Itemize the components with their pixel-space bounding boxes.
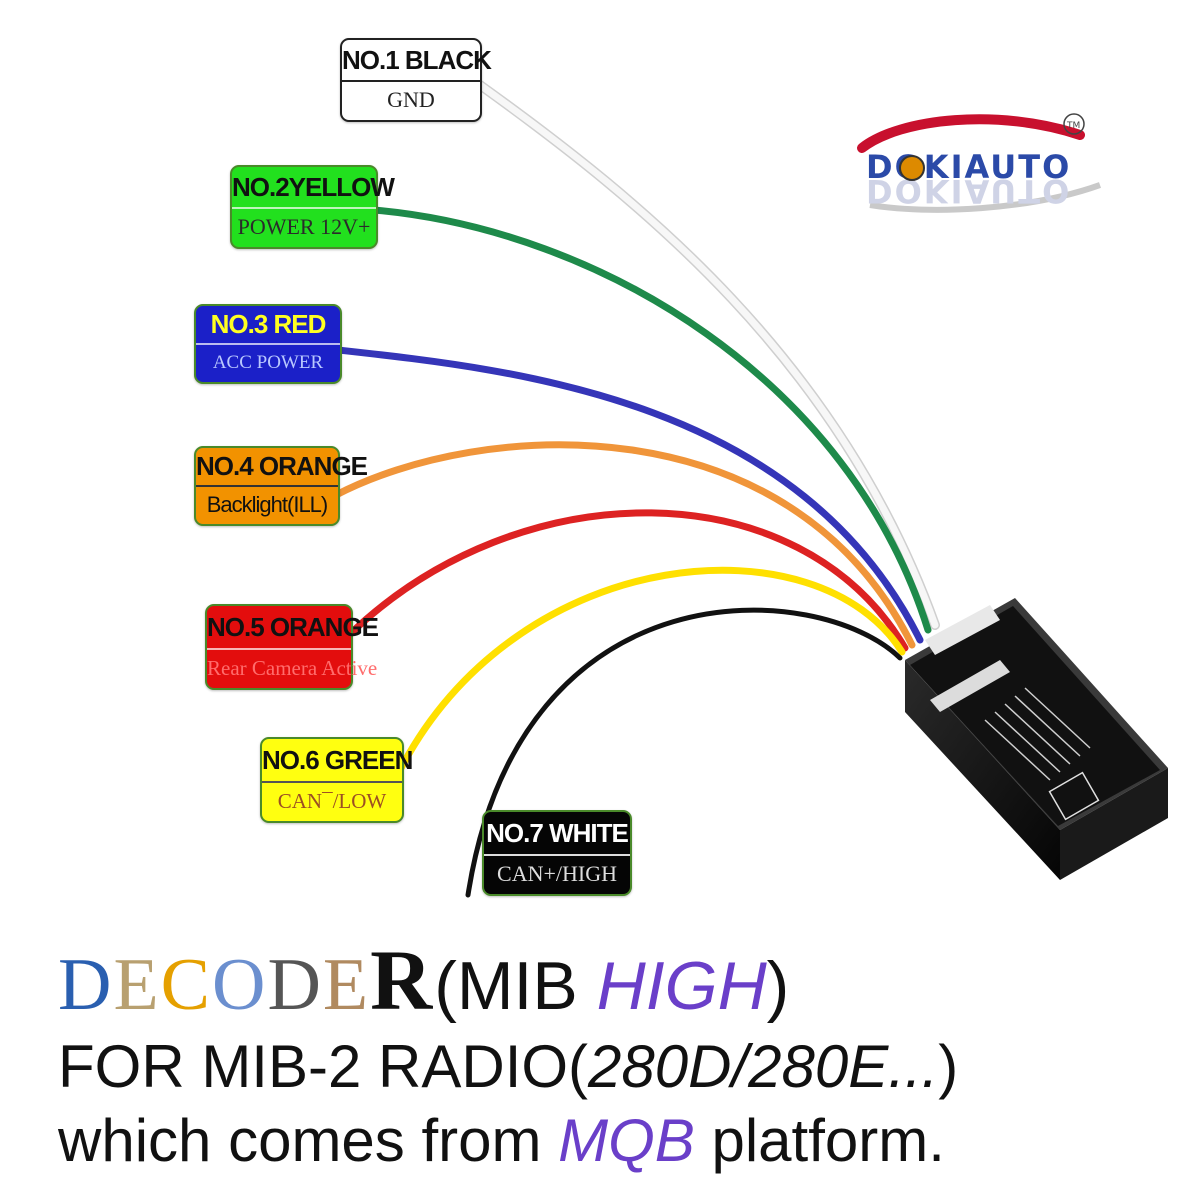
decoder-letter: D xyxy=(267,944,323,1026)
decoder-letter: C xyxy=(160,944,213,1026)
wire-label-5: NO.3 RED ACC POWER xyxy=(194,304,342,384)
wire-label-3: NO.5 ORANGE Rear Camera Active xyxy=(205,604,379,690)
wire-4-function: Backlight(ILL) xyxy=(196,485,338,522)
wire-3-red xyxy=(345,509,909,652)
decoder-letter: E xyxy=(322,944,371,1026)
caption-platform-line: which comes from MQB platform. xyxy=(58,1106,945,1175)
brand-logo: DOKIAUTO DOKIAUTO TM xyxy=(857,113,1102,213)
caption-mqb: MQB xyxy=(558,1107,695,1174)
wire-3-number: NO.5 ORANGE xyxy=(207,612,379,642)
wire-5-blue xyxy=(334,346,924,644)
wire-1-number: NO.7 WHITE xyxy=(486,818,629,848)
wire-4-orange xyxy=(332,441,916,649)
wire-label-6: NO.2YELLOW POWER 12V+ xyxy=(230,165,395,249)
caption-radio-models: 280D/280E... xyxy=(588,1033,939,1100)
caption-high: HIGH xyxy=(596,948,767,1024)
decoder-letter: O xyxy=(212,944,268,1026)
decoder-module xyxy=(905,598,1168,880)
wire-label-2: NO.6 GREEN CAN¯/LOW xyxy=(260,737,413,823)
decoder-letter: E xyxy=(113,944,161,1026)
wire-5-function: ACC POWER xyxy=(196,343,340,380)
caption-radio-suffix: ) xyxy=(938,1033,959,1100)
wire-label-7: NO.1 BLACK GND xyxy=(340,38,492,122)
wire-label-4: NO.4 ORANGE Backlight(ILL) xyxy=(194,446,368,526)
caption-radio-prefix: FOR MIB-2 RADIO( xyxy=(58,1033,589,1100)
caption-platform-suffix: platform. xyxy=(694,1107,945,1174)
wire-label-1: NO.7 WHITE CAN+/HIGH xyxy=(482,810,632,896)
caption-platform-prefix: which comes from xyxy=(58,1107,559,1174)
wire-7-white-core xyxy=(476,81,939,629)
wire-3-function: Rear Camera Active xyxy=(207,648,377,686)
wire-7-function: GND xyxy=(342,80,480,118)
wire-2-yellow xyxy=(396,566,906,774)
decoder-letter: R xyxy=(370,932,435,1028)
wire-4-number: NO.4 ORANGE xyxy=(196,451,368,481)
caption-radio-line: FOR MIB-2 RADIO(280D/280E...) xyxy=(58,1032,958,1101)
wire-6-function: POWER 12V+ xyxy=(232,207,376,245)
wire-1-black xyxy=(465,607,903,898)
wire-6-number: NO.2YELLOW xyxy=(232,172,395,202)
wire-6-green xyxy=(370,206,932,634)
decoder-letter: D xyxy=(58,944,114,1026)
wire-7-number: NO.1 BLACK xyxy=(342,45,492,75)
caption-paren-open: (MIB xyxy=(434,948,597,1024)
wire-1-function: CAN+/HIGH xyxy=(484,854,630,892)
decoder-print xyxy=(984,687,1100,821)
wire-5-number: NO.3 RED xyxy=(210,309,327,339)
wire-2-number: NO.6 GREEN xyxy=(262,745,413,775)
wire-2-function: CAN¯/LOW xyxy=(262,781,402,819)
svg-text:DOKIAUTO: DOKIAUTO xyxy=(866,172,1071,210)
caption-paren-close: ) xyxy=(766,948,790,1024)
decoder-word: DECODER xyxy=(58,932,434,1028)
caption-title: DECODER(MIB HIGH) xyxy=(58,930,789,1030)
wire-group xyxy=(332,80,940,898)
svg-text:TM: TM xyxy=(1066,121,1080,131)
